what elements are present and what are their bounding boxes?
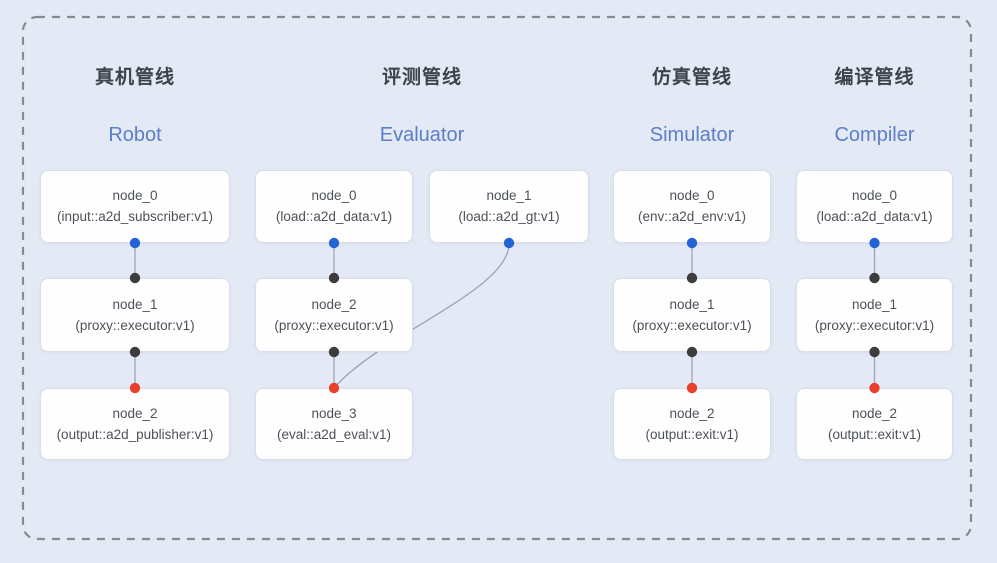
pipeline-title-en-evaluator: Evaluator	[379, 124, 465, 146]
node-type: (load::a2d_gt:v1)	[458, 209, 560, 224]
node-box-evaluator-node0: node_0 (load::a2d_data:v1)	[255, 170, 413, 243]
node-box-compiler-node1: node_1 (proxy::executor:v1)	[796, 278, 953, 352]
node-type: (eval::a2d_eval:v1)	[276, 426, 392, 442]
node-box-evaluator-node3: node_3 (eval::a2d_eval:v1)	[255, 388, 413, 460]
node-box-compiler-node2: node_2 (output::exit:v1)	[796, 388, 953, 460]
pipeline-title-en-simulator: Simulator	[649, 124, 735, 146]
pipeline-title-zh-evaluator: 评测管线	[381, 67, 462, 88]
pipeline-title-zh-compiler: 编译管线	[834, 67, 915, 88]
node-type: (output::exit:v1)	[645, 426, 739, 442]
node-type: (output::a2d_publisher:v1)	[56, 426, 214, 442]
pipeline-title-zh-simulator: 仿真管线	[651, 67, 732, 88]
node-name: node_2	[311, 296, 357, 312]
node-type: (output::exit:v1)	[827, 426, 922, 442]
node-name: node_0	[851, 188, 898, 203]
node-box-robot-node0: node_0 (input::a2d_subscriber:v1)	[40, 170, 230, 243]
node-name: node_2	[112, 405, 158, 421]
node-box-evaluator-node2: node_2 (proxy::executor:v1)	[255, 278, 413, 352]
node-box-simulator-node1: node_1 (proxy::executor:v1)	[613, 278, 771, 352]
node-name: node_0	[311, 188, 357, 203]
node-box-compiler-node0: node_0 (load::a2d_data:v1)	[796, 170, 953, 243]
node-type: (proxy::executor:v1)	[632, 317, 752, 333]
node-name: node_2	[669, 405, 715, 421]
pipeline-title-en-compiler: Compiler	[834, 124, 915, 146]
node-name: node_2	[851, 405, 898, 421]
node-type: (load::a2d_data:v1)	[275, 209, 393, 224]
node-type: (input::a2d_subscriber:v1)	[56, 209, 214, 224]
pipeline-title-zh-robot: 真机管线	[94, 67, 175, 88]
node-type: (proxy::executor:v1)	[75, 317, 195, 333]
node-name: node_0	[112, 188, 158, 203]
node-box-evaluator-node1: node_1 (load::a2d_gt:v1)	[429, 170, 589, 243]
node-box-simulator-node2: node_2 (output::exit:v1)	[613, 388, 771, 460]
node-name: node_1	[851, 296, 898, 312]
node-type: (proxy::executor:v1)	[274, 317, 394, 333]
node-type: (proxy::executor:v1)	[814, 317, 935, 333]
node-box-robot-node1: node_1 (proxy::executor:v1)	[40, 278, 230, 352]
node-name: node_1	[669, 296, 715, 312]
node-type: (env::a2d_env:v1)	[637, 209, 747, 224]
node-name: node_1	[486, 188, 532, 203]
node-name: node_3	[311, 405, 357, 421]
pipeline-title-en-robot: Robot	[108, 124, 162, 146]
node-box-simulator-node0: node_0 (env::a2d_env:v1)	[613, 170, 771, 243]
node-type: (load::a2d_data:v1)	[816, 209, 933, 224]
node-name: node_0	[669, 188, 715, 203]
node-name: node_1	[112, 296, 158, 312]
node-box-robot-node2: node_2 (output::a2d_publisher:v1)	[40, 388, 230, 460]
